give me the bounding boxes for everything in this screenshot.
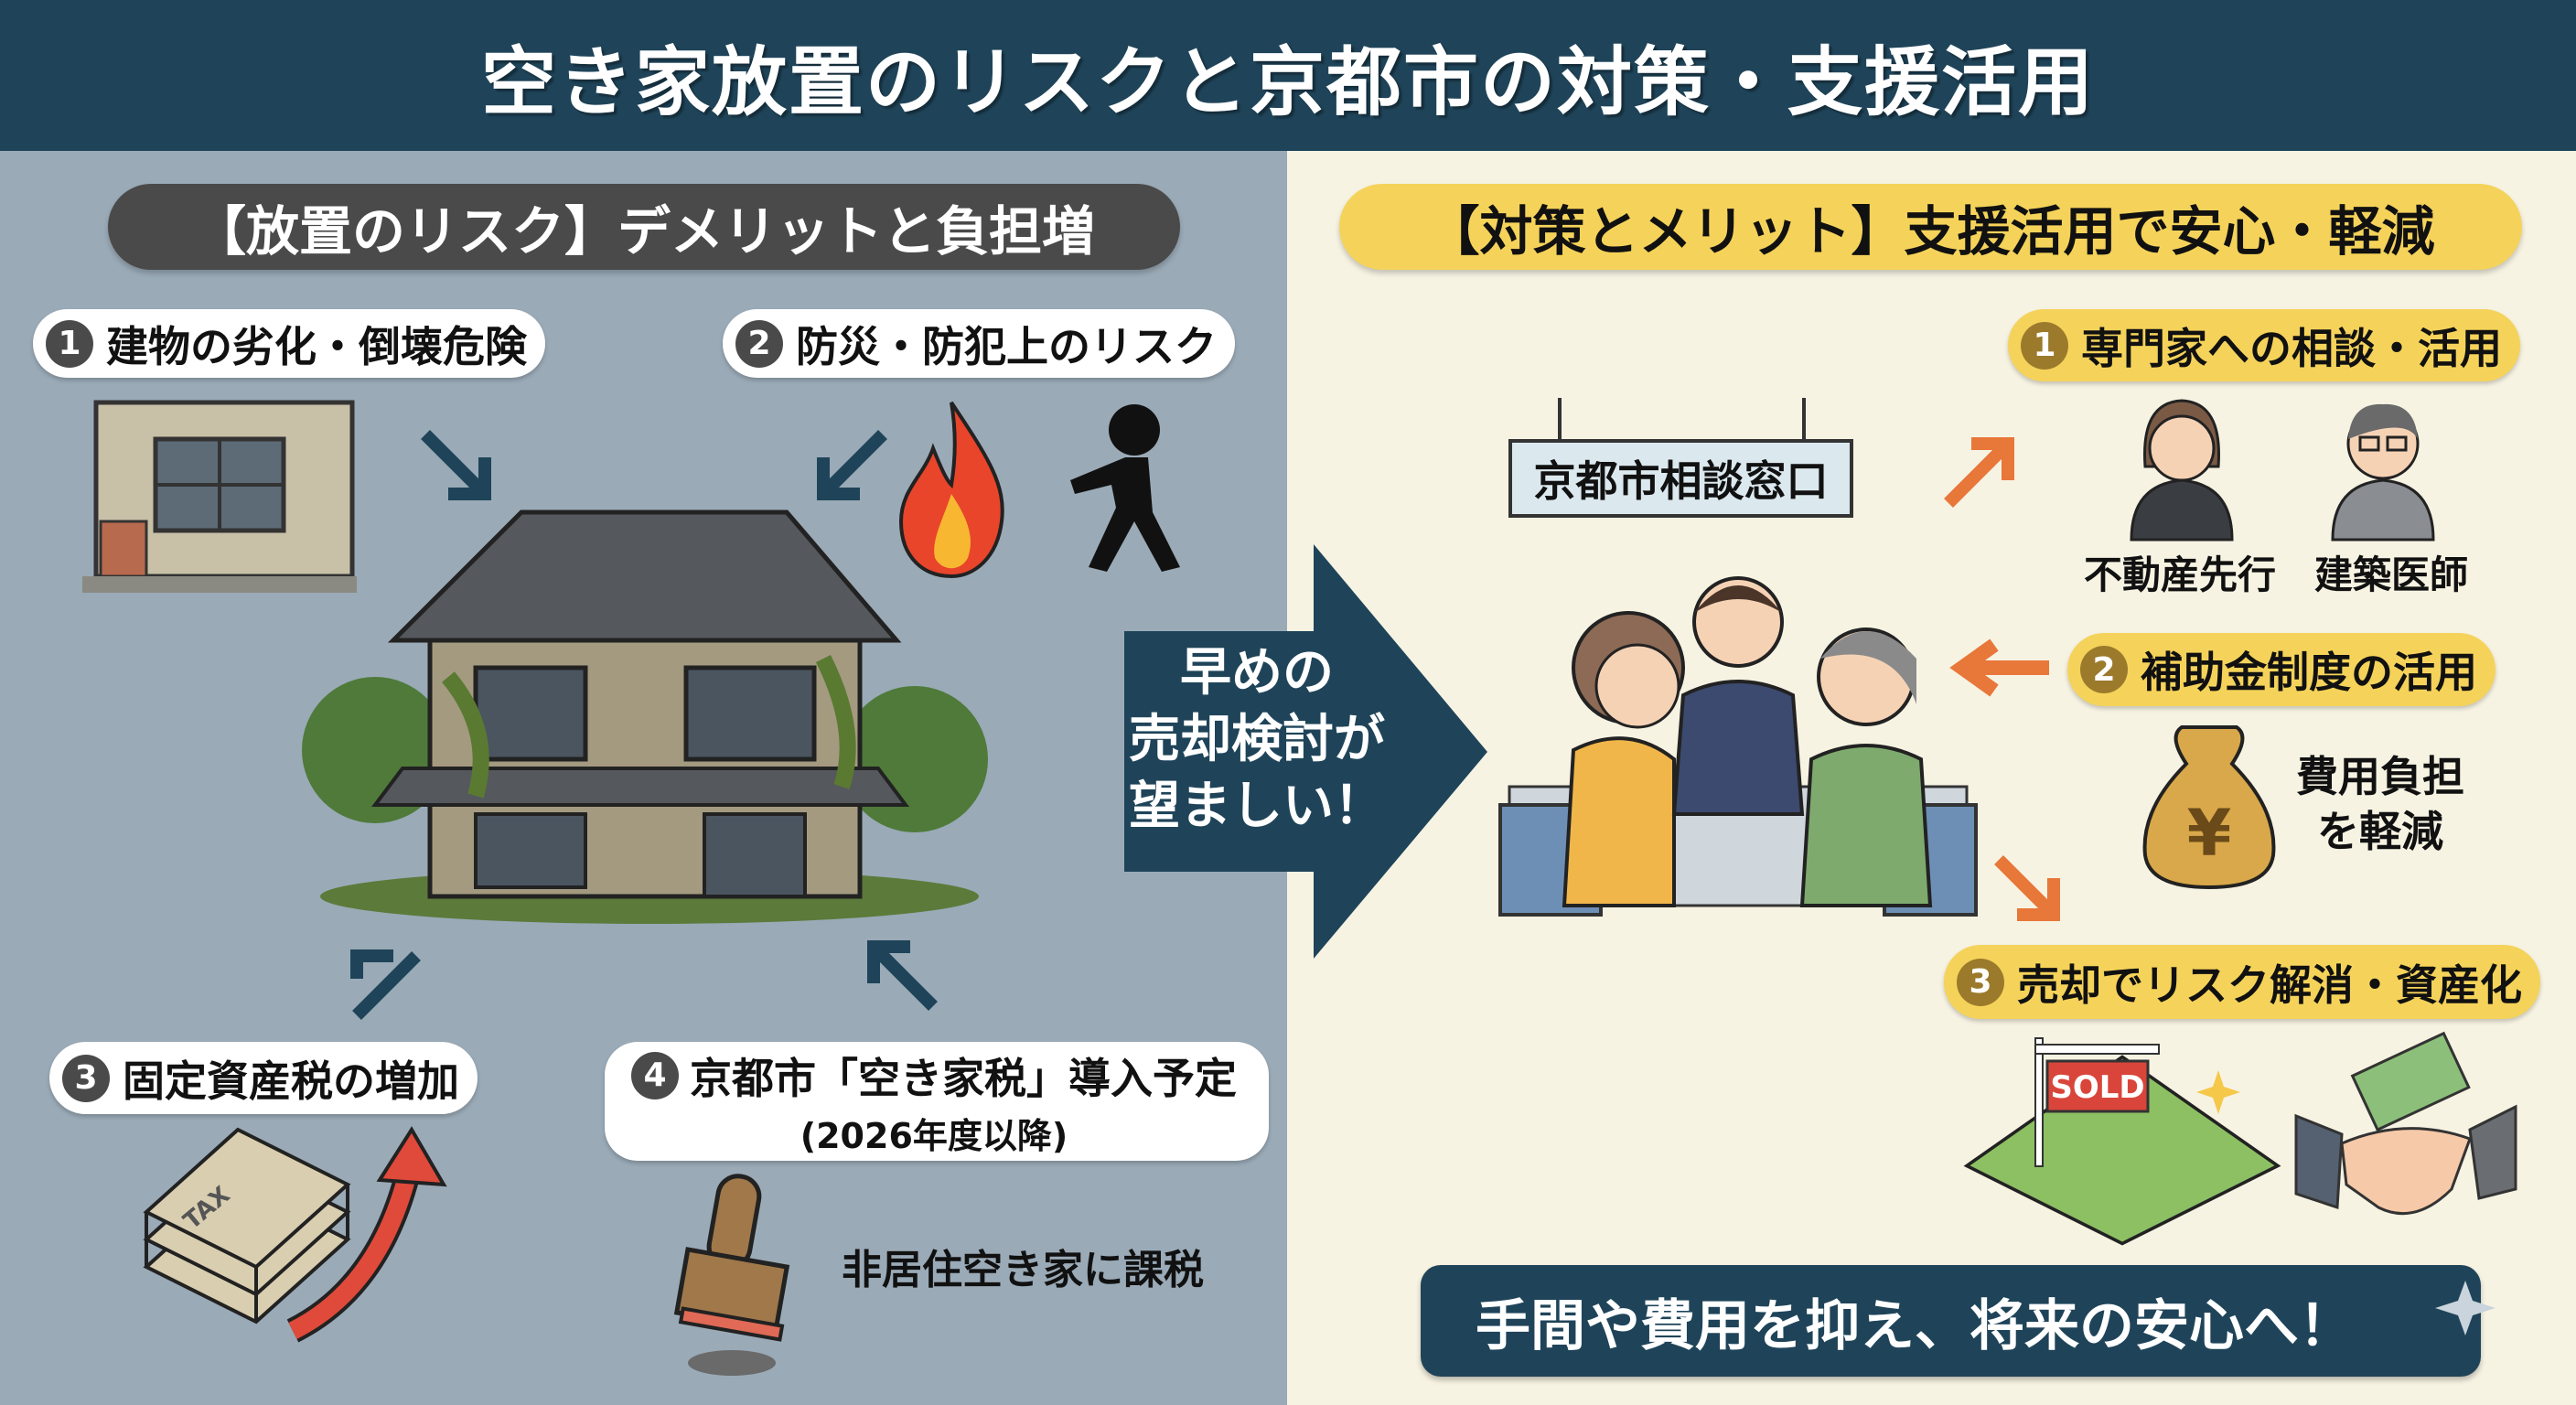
architect-avatar <box>2331 403 2435 542</box>
recommendation-arrow <box>1124 544 1487 959</box>
subsidy-caption-line: 費用負担 <box>2296 752 2464 801</box>
arrow-into-house-icon <box>350 949 421 1020</box>
expert-label: 不動産先行 <box>2084 552 2277 597</box>
orange-arrow-icon <box>1949 638 2049 697</box>
number-icon: 2 <box>2080 646 2128 693</box>
recommendation-line: 売却検討が <box>1129 709 1385 769</box>
risk-label: 建物の劣化・倒壊危険 <box>106 321 527 371</box>
arrow-into-house-icon <box>817 430 887 500</box>
sparkle-icon <box>2435 1281 2496 1335</box>
measure-label: 補助金制度の活用 <box>2141 648 2477 697</box>
sold-land-icon: SOLD <box>1963 1037 2281 1246</box>
measure-label: 専門家への相談・活用 <box>2081 323 2502 373</box>
abandoned-house-illustration <box>302 509 988 924</box>
deteriorated-wall-icon <box>82 400 357 593</box>
burglar-icon <box>1070 404 1180 572</box>
subsidy-caption: 費用負担 を軽減 <box>2296 750 2464 860</box>
consultation-scene-illustration <box>1498 576 1978 917</box>
stamp-icon <box>673 1174 790 1376</box>
consultation-sign: 京都市相談窓口 <box>1508 439 1853 518</box>
risk-badge-1: 1 建物の劣化・倒壊危険 <box>33 309 545 378</box>
page-title: 空き家放置のリスクと京都市の対策・支援活用 <box>480 39 2095 126</box>
sign-hanger <box>1558 398 1806 442</box>
number-icon: 3 <box>62 1054 110 1102</box>
measure-badge-1: 1 専門家への相談・活用 <box>2008 309 2520 381</box>
risk-badge-4: 4 京都市「空き家税」導入予定 (2026年度以降) <box>605 1042 1269 1161</box>
number-icon: 1 <box>2021 321 2068 370</box>
measure-label: 売却でリスク解消・資産化 <box>2017 960 2522 1010</box>
fire-icon <box>898 401 1004 579</box>
measure-badge-2: 2 補助金制度の活用 <box>2067 633 2496 706</box>
risk-label: 京都市「空き家税」導入予定 <box>690 1053 1237 1103</box>
real-estate-agent-avatar <box>2130 399 2234 542</box>
recommendation-text: 早めの 売却検討が 望ましい！ <box>1124 640 1390 840</box>
risk-heading: 【放置のリスク】デメリットと負担増 <box>108 184 1180 270</box>
stamp-caption: 非居住空き家に課税 <box>842 1247 1204 1293</box>
number-icon: 2 <box>735 319 783 368</box>
yen-symbol: ¥ <box>2187 796 2232 871</box>
risk-label: 固定資産税の増加 <box>123 1056 459 1106</box>
risk-badge-2: 2 防災・防犯上のリスク <box>723 309 1235 378</box>
arrow-into-house-icon <box>867 940 938 1011</box>
measure-badge-3: 3 売却でリスク解消・資産化 <box>1944 945 2540 1019</box>
risk-label: 防災・防犯上のリスク <box>796 321 1217 371</box>
header-banner: 空き家放置のリスクと京都市の対策・支援活用 <box>0 0 2576 151</box>
conclusion-banner: 手間や費用を抑え、将来の安心へ！ <box>1421 1265 2481 1377</box>
recommendation-line: 望ましい！ <box>1129 776 1385 836</box>
increase-arrow-icon <box>286 1126 447 1343</box>
orange-arrow-icon <box>1994 855 2060 921</box>
subsidy-caption-line: を軽減 <box>2317 806 2443 856</box>
number-icon: 4 <box>631 1051 679 1099</box>
measures-heading: 【対策とメリット】支援活用で安心・軽減 <box>1339 184 2522 270</box>
orange-arrow-icon <box>1944 437 2014 508</box>
expert-label: 建築医師 <box>2314 552 2469 597</box>
handshake-money-icon <box>2294 1031 2517 1216</box>
number-icon: 1 <box>46 319 93 368</box>
risk-badge-3: 3 固定資産税の増加 <box>49 1042 478 1114</box>
risk-sublabel: (2026年度以降) <box>800 1115 1068 1156</box>
sold-label: SOLD <box>2050 1069 2144 1106</box>
recommendation-line: 早めの <box>1180 643 1334 702</box>
number-icon: 3 <box>1957 958 2004 1006</box>
money-bag-icon: ¥ <box>2142 725 2276 890</box>
tax-bills-icon: TAX <box>143 1127 351 1325</box>
arrow-into-house-icon <box>421 430 491 500</box>
